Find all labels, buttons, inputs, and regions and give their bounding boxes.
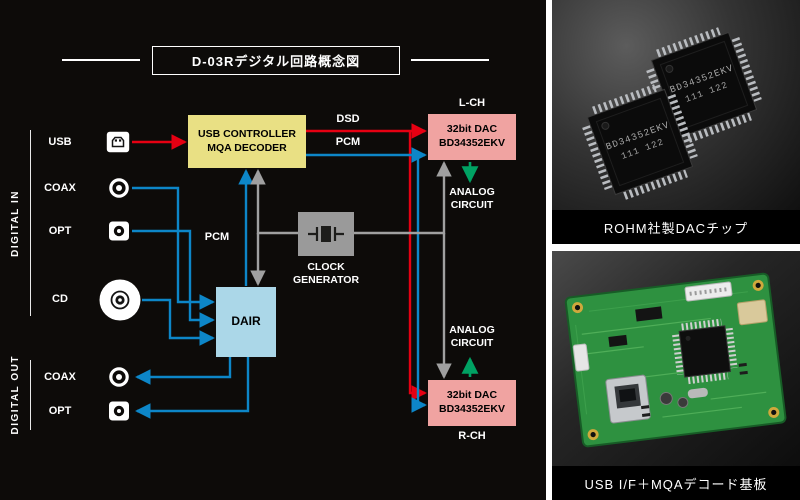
dac-chips-illustration: BD34352EKV 111 122 BD34352EKV 111 122 — [582, 27, 762, 200]
lch-label: L-CH — [458, 97, 486, 109]
coax-out-port-label: COAX — [44, 371, 76, 383]
capacitor — [659, 391, 673, 405]
opt-out-connector-icon — [109, 401, 129, 421]
crystal-oscillator-icon — [308, 226, 344, 242]
dac-rch-block: 32bit DAC BD34352EKV — [428, 380, 516, 426]
usb-b-port — [605, 374, 651, 424]
small-ic — [635, 306, 663, 322]
dac-chip-photo: BD34352EKV 111 122 BD34352EKV 111 122 — [552, 0, 800, 210]
small-ic — [608, 334, 628, 347]
dsd-label: DSD — [336, 113, 360, 125]
dac-lch-line1: 32bit DAC — [446, 123, 498, 136]
clock-generator-block — [298, 212, 354, 256]
wire-coax-in — [132, 186, 215, 310]
dac-rch-line2: BD34352EKV — [439, 403, 505, 415]
cd-disc-icon — [99, 279, 141, 321]
diagram-title: D-03Rデジタル回路概念図 — [152, 46, 400, 75]
analog-bottom-line2: CIRCUIT — [450, 337, 494, 350]
digital-out-bracket — [30, 360, 31, 430]
wire-pcm-rch — [411, 155, 427, 413]
dac-chip-photo-panel: BD34352EKV 111 122 BD34352EKV 111 122 RO… — [552, 0, 800, 244]
analog-bottom-line1: ANALOG — [449, 324, 495, 336]
usb-controller-line1: USB CONTROLLER — [198, 127, 296, 140]
coax-out-connector-icon — [109, 367, 129, 387]
wire-coax-out — [135, 357, 232, 385]
dac-chip-front: BD34352EKV 111 122 — [582, 84, 698, 200]
dair-block: DAIR — [216, 287, 276, 357]
dac-rch-line1: 32bit DAC — [446, 389, 498, 402]
usb-connector-icon — [106, 131, 130, 153]
pcb-board — [564, 272, 787, 448]
clock-label-line1: CLOCK — [307, 261, 345, 273]
digital-out-label: DIGITAL OUT — [9, 355, 21, 435]
title-rule-right — [411, 59, 489, 61]
dac-lch-line2: BD34352EKV — [439, 137, 505, 149]
pcb-photo-panel: USB I/F＋MQAデコード基板 — [552, 251, 800, 500]
wire-cd-in — [142, 298, 215, 346]
rch-label: R-CH — [458, 430, 486, 442]
opt-in-port-label: OPT — [48, 225, 72, 237]
wire-opt-out — [135, 357, 250, 419]
mounting-holes — [572, 279, 780, 441]
pcb-illustration — [564, 272, 787, 448]
main-ic — [672, 318, 738, 385]
pcb-board-group — [564, 272, 787, 448]
usb-port-label: USB — [48, 136, 72, 148]
digital-in-rail: DIGITAL IN — [5, 130, 25, 316]
analog-top-line1: ANALOG — [449, 186, 495, 198]
header-connector — [684, 281, 733, 302]
pcb-traces — [581, 317, 767, 418]
chip-photo-caption: ROHM社製DACチップ — [552, 210, 800, 244]
pcm-label: PCM — [335, 136, 361, 148]
wire-opt-in — [132, 229, 215, 328]
clock-label-line2: GENERATOR — [292, 274, 360, 287]
analog-top-line2: CIRCUIT — [450, 199, 494, 212]
circuit-diagram-panel: D-03Rデジタル回路概念図 DIGITAL IN DIGITAL OUT US… — [0, 0, 546, 500]
coax-in-connector-icon — [109, 178, 129, 198]
usb-controller-block: USB CONTROLLER MQA DECODER — [188, 115, 306, 168]
pcb-photo-caption: USB I/F＋MQAデコード基板 — [552, 466, 800, 500]
pcm-dair-label: PCM — [204, 231, 230, 243]
clock-generator-label: CLOCK GENERATOR — [286, 261, 366, 287]
signal-wires — [132, 123, 479, 419]
coax-in-port-label: COAX — [44, 182, 76, 194]
pcb-photo — [552, 251, 800, 466]
opt-out-port-label: OPT — [48, 405, 72, 417]
ffc-connector — [736, 299, 768, 326]
wire-dsd-rch — [408, 131, 427, 401]
usb-controller-line2: MQA DECODER — [207, 141, 287, 154]
analog-circuit-label-top: ANALOG CIRCUIT — [428, 186, 516, 212]
crystal-can — [687, 387, 708, 399]
side-connector — [572, 343, 590, 372]
dac-chip-back: BD34352EKV 111 122 — [646, 27, 762, 143]
cd-port-label: CD — [52, 293, 68, 305]
analog-circuit-label-bottom: ANALOG CIRCUIT — [428, 324, 516, 350]
dac-lch-block: 32bit DAC BD34352EKV — [428, 114, 516, 160]
passive-components — [640, 362, 748, 418]
digital-out-rail: DIGITAL OUT — [5, 350, 25, 440]
digital-in-label: DIGITAL IN — [9, 189, 21, 257]
digital-in-bracket — [30, 130, 31, 316]
title-rule-left — [62, 59, 140, 61]
opt-in-connector-icon — [109, 221, 129, 241]
capacitor — [677, 396, 689, 408]
wire-clock-usbctrl — [250, 169, 298, 235]
